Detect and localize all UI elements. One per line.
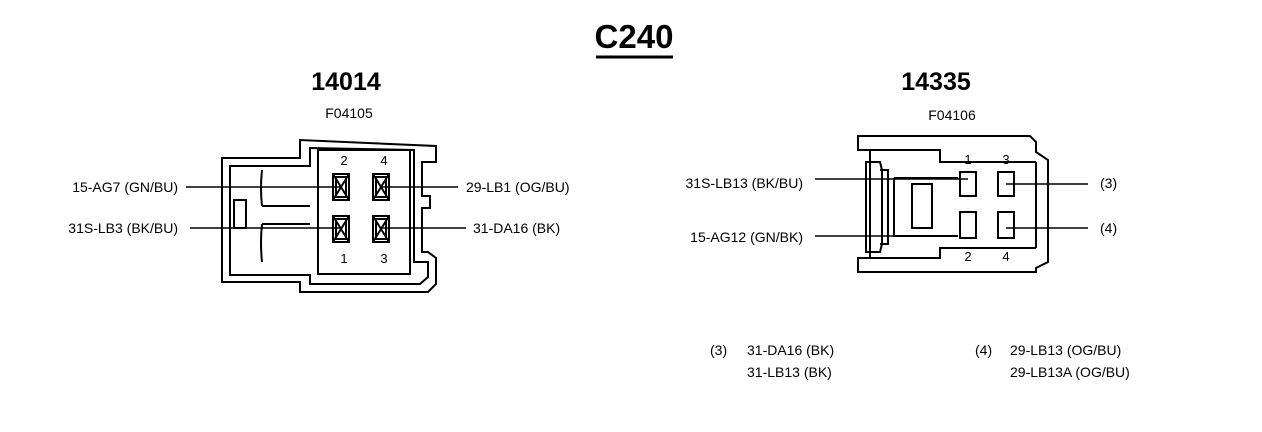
right-pin-3-label: 3 [1002,152,1009,167]
left-part-number: F04105 [325,105,373,121]
right-pin-1-label: 1 [964,152,971,167]
left-connector-body [221,138,437,293]
right-connector-number: 14335 [901,68,971,96]
left-wire-pin2: 15-AG7 (GN/BU) [72,179,178,195]
left-wire-pin3: 31-DA16 (BK) [473,220,560,236]
diagram-title: C240 [595,18,674,55]
left-pin-3-label: 3 [380,251,387,266]
note-4-line1: 29-LB13 (OG/BU) [1010,342,1121,358]
right-wire-pin3: (3) [1100,175,1117,191]
note-3-line2: 31-LB13 (BK) [747,364,832,380]
left-pin-2-label: 2 [340,153,347,168]
left-cavity-1 [332,215,350,243]
right-wire-pin1: 31S-LB13 (BK/BU) [686,175,804,191]
left-leader-lines [186,186,466,229]
right-cavity-2 [959,211,977,239]
note-3-line1: 31-DA16 (BK) [747,342,834,358]
note-4-line2: 29-LB13A (OG/BU) [1010,364,1130,380]
right-cavity-4 [997,211,1015,239]
left-wire-pin4: 29-LB1 (OG/BU) [466,179,569,195]
left-wire-pin1: 31S-LB3 (BK/BU) [68,220,178,236]
right-pin-cavities [959,171,1015,239]
note-4-ref: (4) [975,342,992,358]
right-leader-lines [815,178,1088,237]
right-pin-4-label: 4 [1002,249,1009,264]
right-pin-2-label: 2 [964,249,971,264]
left-pin-cavities [332,173,390,243]
right-part-number: F04106 [928,107,976,123]
right-wire-pin4: (4) [1100,220,1117,236]
right-cavity-1 [959,171,977,197]
right-wire-pin2: 15-AG12 (GN/BK) [690,229,803,245]
left-cavity-3 [372,215,390,243]
left-pin-1-label: 1 [340,251,347,266]
note-3-ref: (3) [710,342,727,358]
left-connector-number: 14014 [311,68,381,96]
right-connector-body [857,135,1049,273]
left-pin-4-label: 4 [380,153,387,168]
